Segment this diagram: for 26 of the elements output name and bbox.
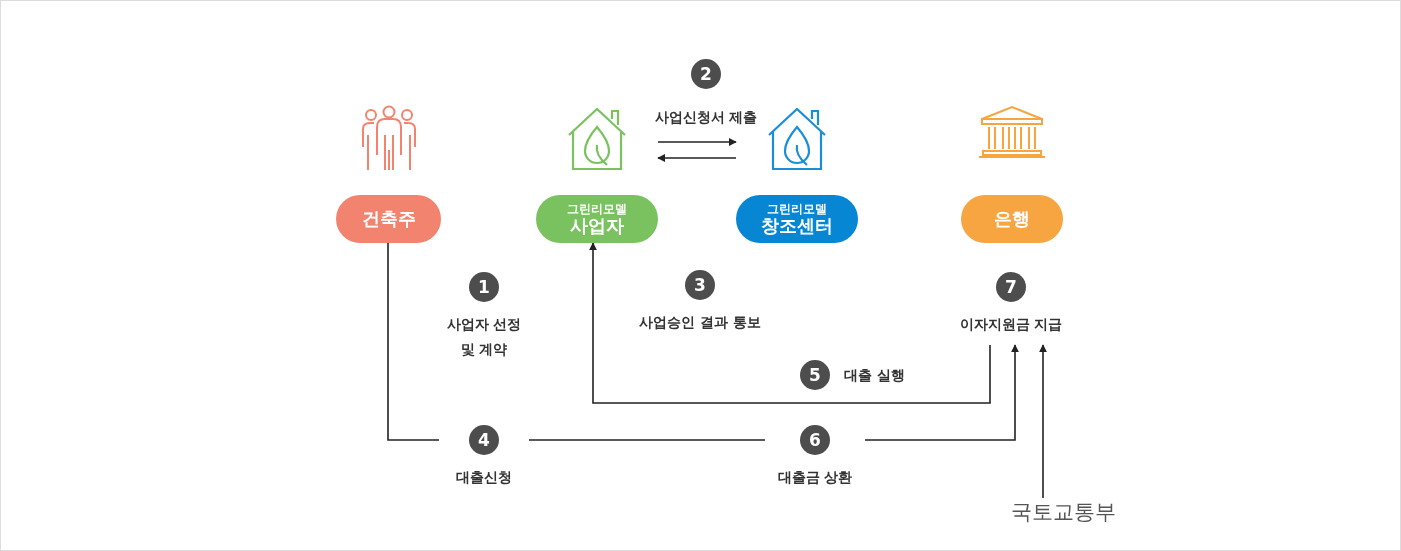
step-number: 4 bbox=[469, 425, 499, 455]
step-caption: 대출신청 bbox=[455, 468, 513, 487]
arrow bbox=[589, 242, 991, 404]
arrow bbox=[657, 138, 737, 146]
arrow bbox=[864, 344, 1019, 441]
step-number: 5 bbox=[800, 360, 830, 390]
step-caption: 이자지원금 지급 bbox=[958, 315, 1064, 334]
arrow bbox=[1039, 344, 1047, 499]
step-caption: 사업자 선정 및 계약 bbox=[445, 315, 523, 359]
connector-line bbox=[528, 439, 766, 441]
step-caption: 사업승인 결과 통보 bbox=[638, 313, 762, 332]
step-number: 7 bbox=[996, 272, 1026, 302]
name-pill: 그린리모델 사업자 bbox=[536, 195, 658, 243]
arrow bbox=[657, 154, 737, 162]
name-pill: 건축주 bbox=[336, 195, 441, 243]
step-caption: 대출금 상환 bbox=[776, 468, 854, 487]
step-number: 6 bbox=[800, 425, 830, 455]
name-pill: 그린리모델 창조센터 bbox=[736, 195, 858, 243]
step-number: 2 bbox=[691, 59, 721, 89]
ministry-name: 국토교통부 bbox=[1009, 499, 1117, 526]
step-number: 3 bbox=[685, 270, 715, 300]
step-caption: 사업신청서 제출 bbox=[653, 108, 759, 127]
name-pill: 은행 bbox=[961, 195, 1063, 243]
step-number: 1 bbox=[469, 272, 499, 302]
step-caption: 대출 실행 bbox=[844, 366, 905, 385]
connector-line bbox=[387, 242, 440, 441]
